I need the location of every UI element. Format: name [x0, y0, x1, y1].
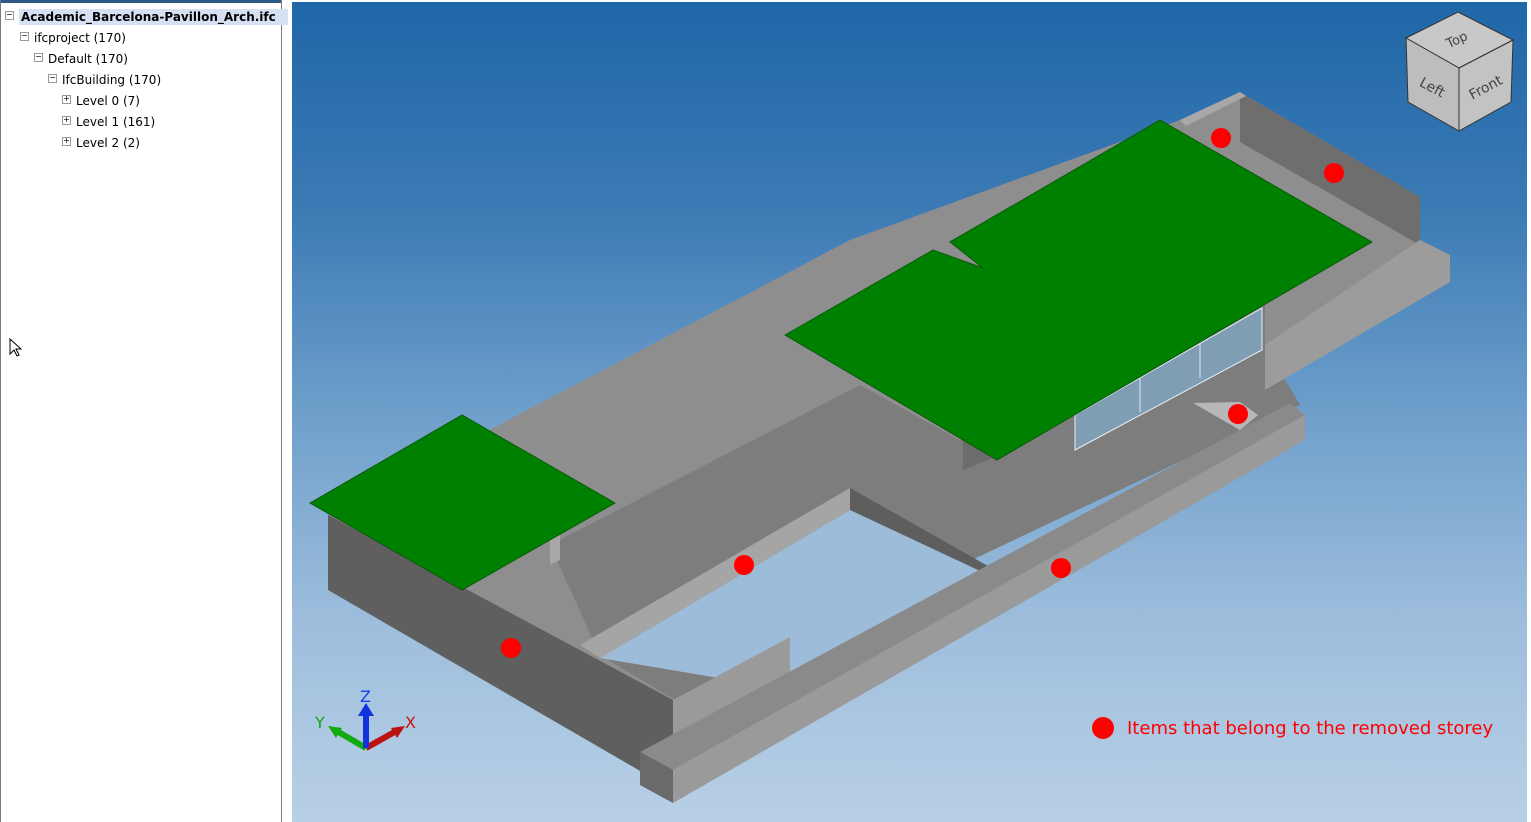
view-cube[interactable]: Top Left Front: [1404, 11, 1515, 132]
right-strip: [1265, 240, 1450, 390]
pool-opening: [600, 510, 995, 690]
expand-toggle[interactable]: +: [62, 115, 71, 125]
left-roof: [308, 414, 617, 591]
x-axis-label: X: [405, 713, 416, 732]
marker: [734, 555, 754, 575]
model-tree-panel: −Academic_Barcelona-Pavillon_Arch.ifc −i…: [0, 0, 288, 822]
tree-node-level-0[interactable]: + Level 0 (7): [62, 91, 140, 111]
legend-marker-icon: [1092, 717, 1114, 739]
collapse-toggle[interactable]: −: [20, 31, 29, 41]
y-axis-label: Y: [314, 713, 325, 732]
front-strip-face: [673, 415, 1305, 803]
marker: [1051, 558, 1071, 578]
expand-toggle[interactable]: +: [62, 94, 71, 104]
collapse-toggle[interactable]: −: [48, 73, 57, 83]
tree-node-level-2[interactable]: + Level 2 (2): [62, 133, 140, 153]
y-axis-head: [328, 726, 342, 738]
tree-node-level-1[interactable]: + Level 1 (161): [62, 112, 155, 132]
mouse-cursor-icon: [9, 338, 23, 357]
x-axis-head: [391, 726, 405, 738]
tree-node-file[interactable]: −Academic_Barcelona-Pavillon_Arch.ifc: [5, 7, 288, 27]
view-cube-front[interactable]: [1458, 39, 1514, 132]
y-axis-arrow: [333, 727, 368, 751]
tree-node-building[interactable]: −IfcBuilding (170): [48, 70, 161, 90]
expand-toggle[interactable]: +: [62, 136, 71, 146]
tree-node-label: Level 2 (2): [76, 136, 140, 150]
marker: [1228, 404, 1248, 424]
tree-node-label: Default (170): [48, 52, 128, 66]
marker: [1324, 163, 1344, 183]
left-block-front: [328, 515, 673, 790]
axis-triad: Z Y X: [314, 687, 416, 751]
tree-node-label: ifcproject (170): [34, 31, 126, 45]
tree-node-label: Level 0 (7): [76, 94, 140, 108]
x-axis-arrow: [364, 727, 400, 751]
pool-wall-back: [850, 488, 995, 578]
tree-node-label: IfcBuilding (170): [62, 73, 162, 87]
z-axis-label: Z: [360, 687, 371, 706]
collapse-toggle[interactable]: −: [5, 10, 14, 20]
tree-node-label: Academic_Barcelona-Pavillon_Arch.ifc: [19, 9, 288, 25]
legend: Items that belong to the removed storey: [1092, 717, 1493, 739]
tree-node-project[interactable]: −ifcproject (170): [20, 28, 126, 48]
building-model[interactable]: Top Left Front Z Y X: [292, 2, 1527, 822]
marker: [501, 638, 521, 658]
main-roof: [784, 119, 1373, 461]
marker: [1211, 128, 1231, 148]
legend-label: Items that belong to the removed storey: [1127, 717, 1494, 739]
removed-storey-markers: [501, 128, 1344, 658]
tree-node-label: Level 1 (161): [76, 115, 156, 129]
front-step: [640, 752, 673, 803]
panel-header-bar: [1, 0, 281, 3]
collapse-toggle[interactable]: −: [34, 52, 43, 62]
tree-node-site[interactable]: −Default (170): [34, 49, 128, 69]
3d-viewport[interactable]: Top Left Front Z Y X Items that belong t…: [292, 2, 1527, 822]
front-strip-top: [640, 403, 1305, 770]
back-wall-top: [1180, 92, 1246, 126]
pool-wall-left: [580, 488, 850, 658]
z-axis-head: [358, 703, 374, 716]
